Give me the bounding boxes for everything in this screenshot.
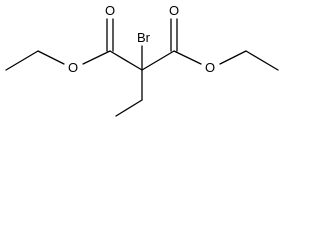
atom-label-right-carbonyl-oxygen: O [169,3,179,18]
bond-right-c-ester-o [173,50,202,65]
atom-label-right-ester-oxygen: O [205,60,215,75]
bond-c-right-carbonyl [141,50,175,71]
bond-left-ch2-ch3 [5,50,39,71]
bond-ethyl-ch2-ch3 [115,99,143,117]
bond-c-left-carbonyl [109,50,143,71]
bond-right-ester-o-ch2 [219,50,247,65]
bond-left-ester-o-ch2 [37,50,65,65]
atom-label-bromine: Br [137,30,151,45]
atom-label-left-carbonyl-oxygen: O [105,3,115,18]
atom-label-left-ester-oxygen: O [68,60,78,75]
molecule-structure-diagram: Br O O O O [5,3,279,117]
bond-left-c-ester-o [82,50,111,65]
bond-right-ch2-ch3 [245,50,279,71]
